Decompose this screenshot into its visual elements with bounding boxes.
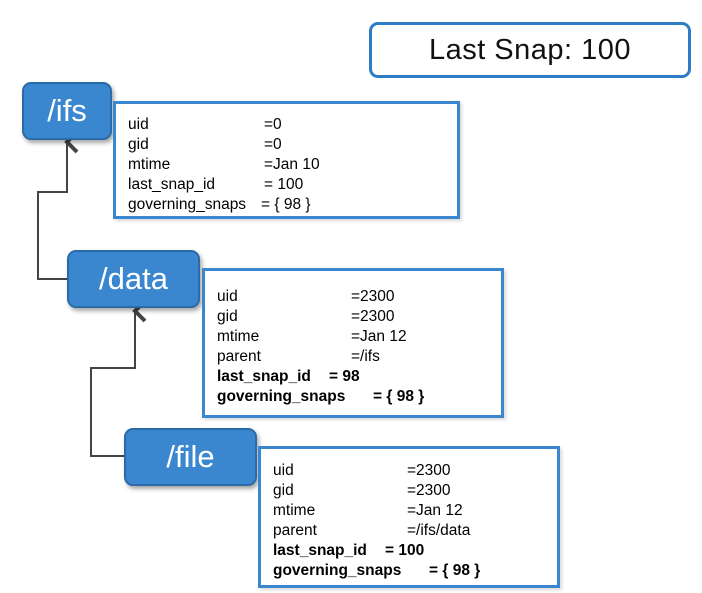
info-key: governing_snaps <box>273 562 402 579</box>
info-key: parent <box>217 348 261 365</box>
info-value: =2300 <box>351 308 395 325</box>
info-value: =/ifs/data <box>407 522 471 539</box>
info-value: =0 <box>264 116 282 133</box>
connector-file-to-data <box>90 299 147 457</box>
info-box-data: uid =2300 gid =2300 mtime =Jan 12 parent =/i… <box>202 268 504 418</box>
info-key: last_snap_id <box>128 176 216 193</box>
info-key: gid <box>128 136 149 153</box>
info-key: uid <box>217 288 238 305</box>
last-snap-label: Last Snap: 100 <box>428 33 632 66</box>
info-key: parent <box>273 522 317 539</box>
info-key: uid <box>128 116 149 133</box>
info-value: = 98 <box>329 368 360 385</box>
info-key: governing_snaps <box>217 388 346 405</box>
info-value: = { 98 } <box>429 562 481 579</box>
info-key: last_snap_id <box>273 542 367 559</box>
last-snap-box: Last Snap: 100 <box>369 22 691 78</box>
connector-data-to-ifs <box>37 130 79 280</box>
info-value: =2300 <box>351 288 395 305</box>
info-key: gid <box>217 308 238 325</box>
info-value: = { 98 } <box>261 196 311 213</box>
info-key: mtime <box>217 328 260 345</box>
info-key: uid <box>273 462 294 479</box>
info-key: last_snap_id <box>217 368 311 385</box>
info-value: = 100 <box>385 542 425 559</box>
info-key: mtime <box>128 156 171 173</box>
info-value: =2300 <box>407 482 451 499</box>
node-file: /file <box>124 428 257 486</box>
node-ifs-label: /ifs <box>47 93 87 128</box>
node-ifs: /ifs <box>22 82 112 140</box>
info-key: mtime <box>273 502 316 519</box>
node-data: /data <box>67 250 200 308</box>
info-key: governing_snaps <box>128 196 247 213</box>
info-key: gid <box>273 482 294 499</box>
info-value: =2300 <box>407 462 451 479</box>
info-value: = { 98 } <box>373 388 425 405</box>
info-value: =0 <box>264 136 282 153</box>
info-box-ifs: uid =0 gid =0 mtime =Jan 10 last_snap_id = 1… <box>113 101 460 219</box>
node-file-label: /file <box>166 439 215 474</box>
info-value: = 100 <box>264 176 304 193</box>
info-value: =Jan 12 <box>351 328 407 345</box>
info-value: =Jan 12 <box>407 502 463 519</box>
node-data-label: /data <box>99 261 168 296</box>
info-box-file: uid =2300 gid =2300 mtime =Jan 12 parent =/i… <box>258 446 560 588</box>
info-value: =/ifs <box>351 348 380 365</box>
info-value: =Jan 10 <box>264 156 320 173</box>
